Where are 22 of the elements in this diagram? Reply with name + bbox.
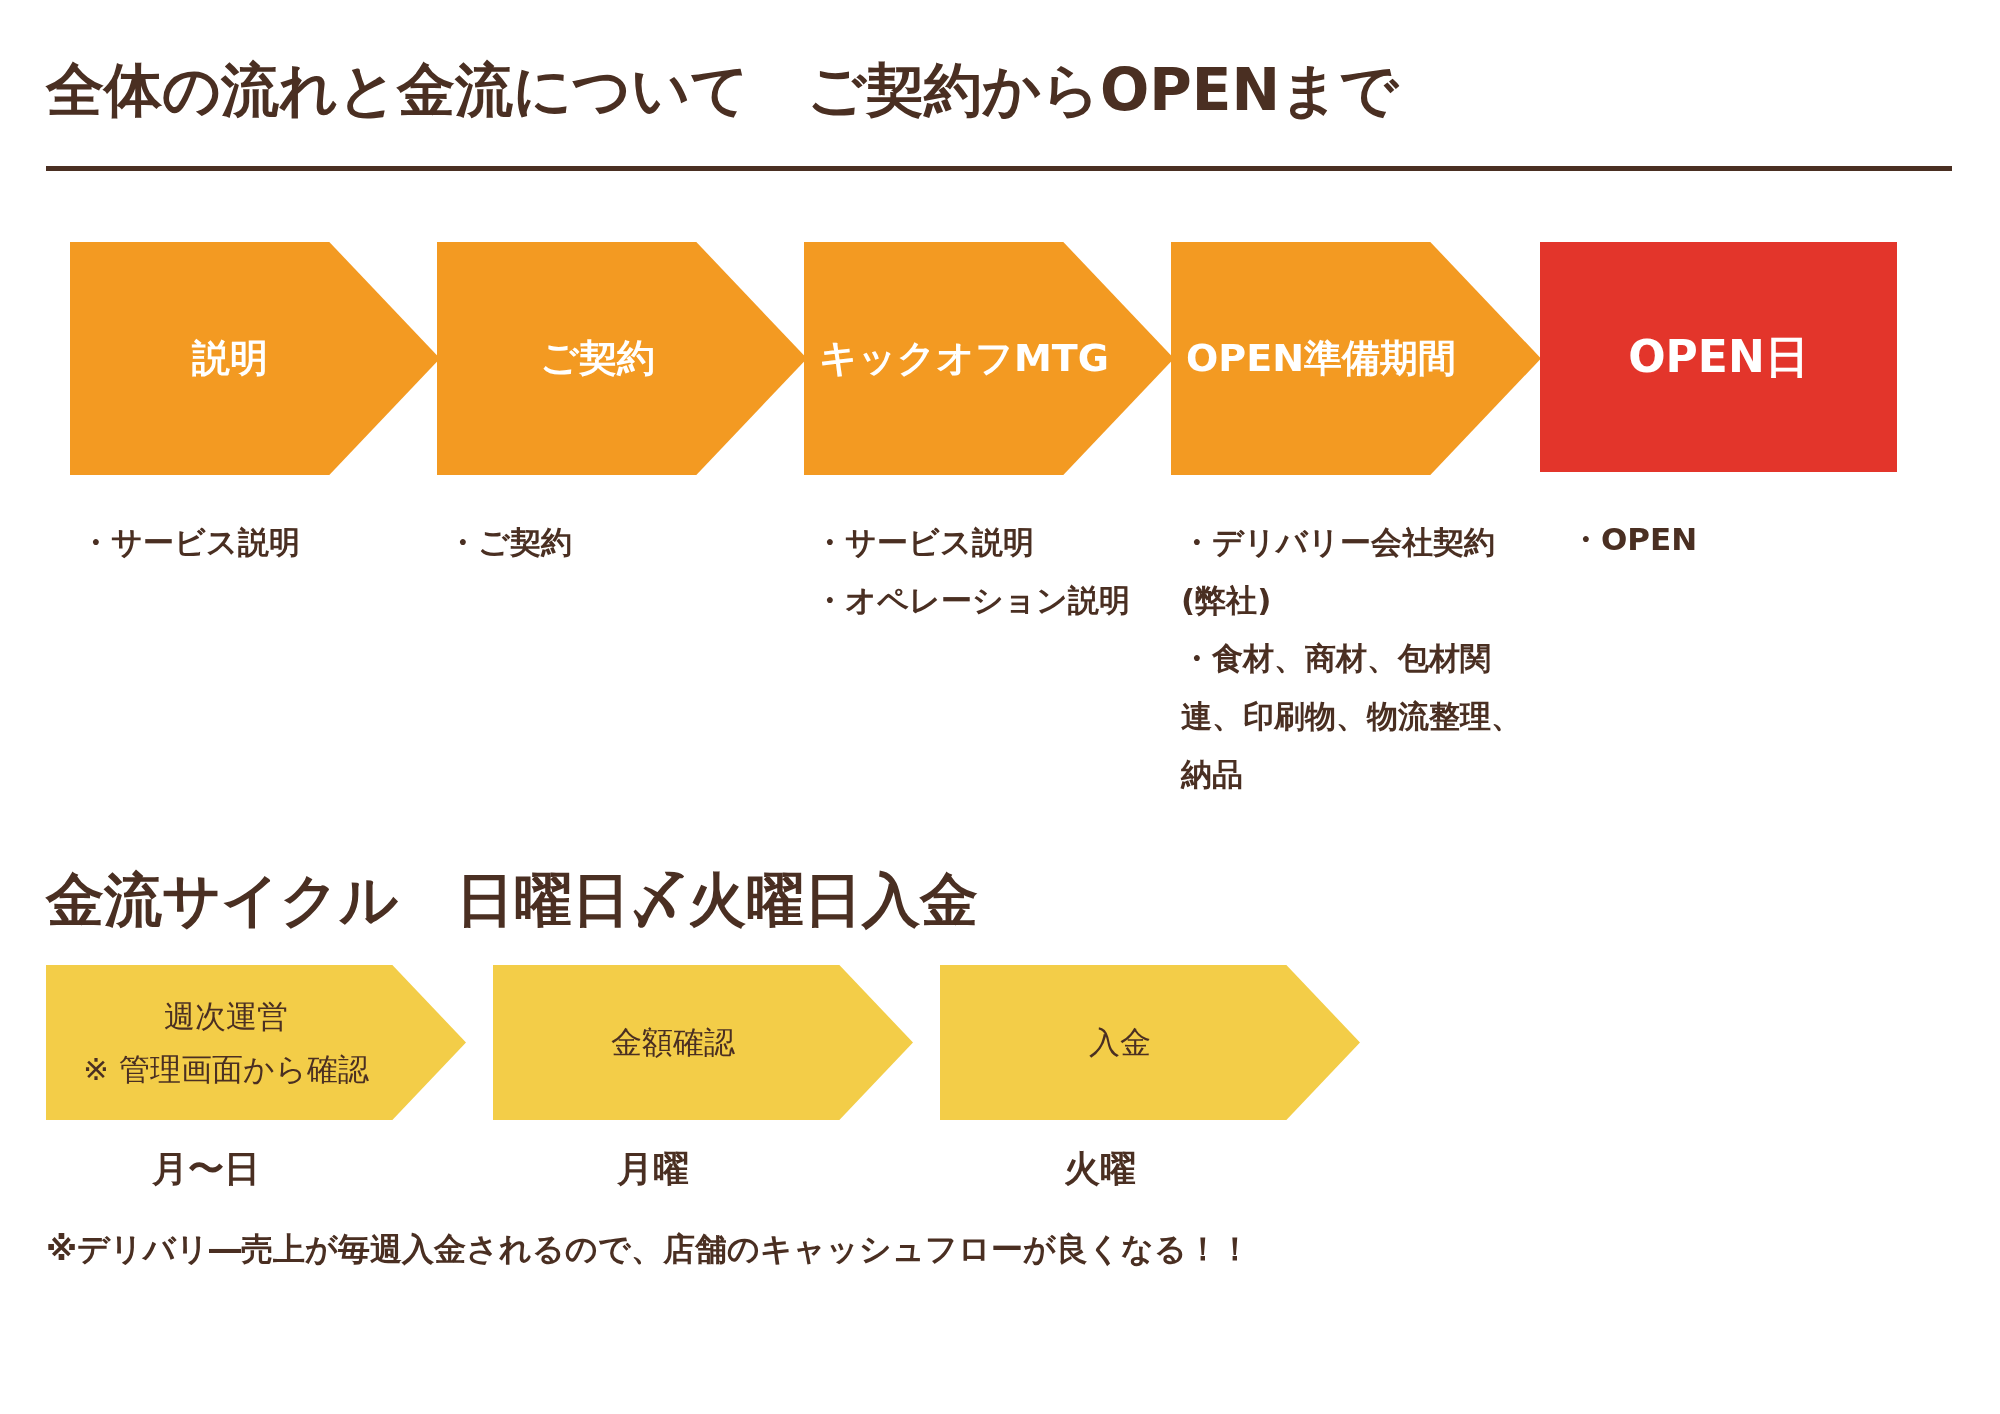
- step-label: 説明: [192, 335, 268, 383]
- step-note: ・OPEN: [1570, 520, 1699, 559]
- step-label: キックオフMTG: [819, 335, 1109, 383]
- step-label: OPEN準備期間: [1186, 335, 1456, 383]
- step-label: ※ 管理画面から確認: [83, 1049, 369, 1089]
- step-label: ご契約: [539, 335, 655, 383]
- step-label: OPEN日: [1628, 329, 1809, 384]
- step-note: ・サービス説明: [80, 523, 301, 562]
- step-note: ・デリバリー会社契約(弊社): [1181, 523, 1496, 620]
- day-label: 月〜日: [151, 1147, 261, 1191]
- step-label: 週次運営: [164, 996, 288, 1036]
- step-note: ・ご契約: [447, 523, 573, 562]
- day-label: 火曜: [1063, 1147, 1137, 1191]
- step-note: ・サービス説明: [814, 523, 1035, 562]
- section-heading: 金流サイクル 日曜日〆火曜日入金: [46, 865, 978, 936]
- step-label: 金額確認: [611, 1023, 735, 1063]
- step-note: ・オペレーション説明: [814, 581, 1131, 620]
- footnote: ※デリバリ―売上が毎週入金されるので、店舗のキャッシュフローが良くなる！！: [46, 1229, 1252, 1270]
- page-title: 全体の流れと金流について ご契約からOPENまで: [46, 55, 1398, 126]
- step-note: ・食材、商材、包材関連、印刷物、物流整理、納品: [1181, 639, 1523, 794]
- day-label: 月曜: [616, 1147, 690, 1191]
- step-label: 入金: [1089, 1023, 1151, 1063]
